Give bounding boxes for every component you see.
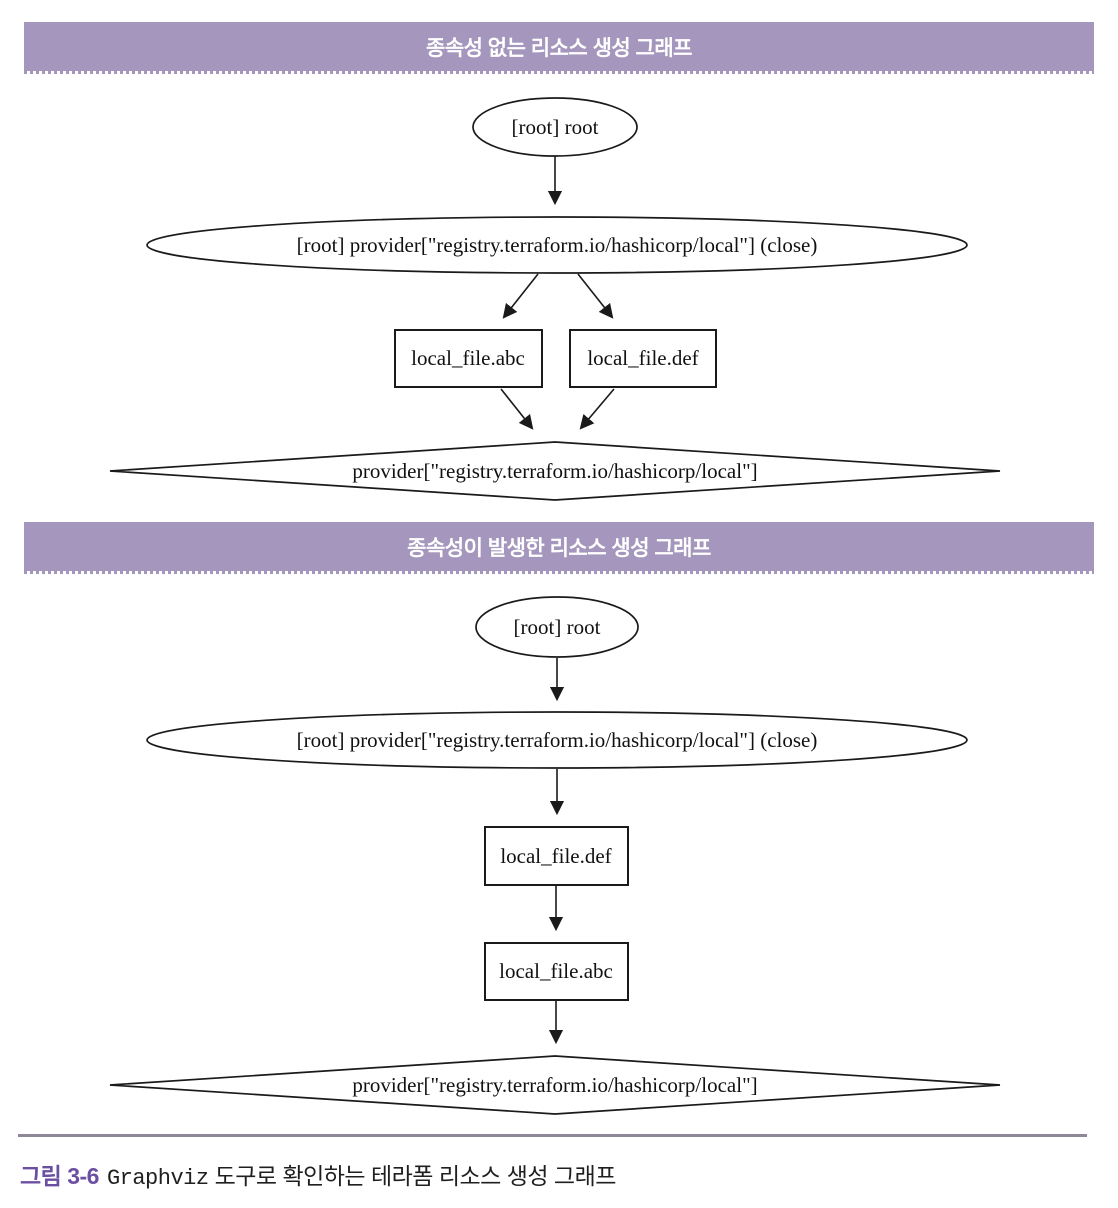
node-local-file-abc-box <box>484 942 629 1001</box>
figure-number: 그림 3-6 <box>20 1163 99 1189</box>
node-root-ellipse <box>472 97 638 157</box>
node-local-file-abc-box <box>394 329 543 388</box>
node-local-file-def-box <box>569 329 717 388</box>
node-local-file-def-label: local_file.def <box>587 346 698 370</box>
edge-provider-close-to-abc <box>502 273 539 319</box>
edge-provider-close-to-def <box>577 273 614 319</box>
graph1-no-dependency: [root] root [root] provider["registry.te… <box>109 97 1001 501</box>
node-root-ellipse <box>475 596 639 658</box>
caption-text: 도구로 확인하는 테라폼 리소스 생성 그래프 <box>214 1163 617 1189</box>
section1-header-bar: 종속성 없는 리소스 생성 그래프 <box>24 22 1094 74</box>
edge-def-to-provider <box>579 388 615 430</box>
node-provider-label: provider["registry.terraform.io/hashicor… <box>352 1073 757 1097</box>
node-provider-diamond <box>109 441 1001 501</box>
node-local-file-abc-label: local_file.abc <box>499 959 613 983</box>
edge-abc-to-provider <box>500 388 534 430</box>
node-provider-diamond <box>109 1055 1001 1115</box>
node-local-file-def-box <box>484 826 629 886</box>
node-local-file-def-label: local_file.def <box>500 844 611 868</box>
caption-code-word: Graphviz <box>106 1166 209 1191</box>
node-provider-close-label: [root] provider["registry.terraform.io/h… <box>297 728 818 752</box>
node-provider-close-label: [root] provider["registry.terraform.io/h… <box>297 233 818 257</box>
section1-header-title: 종속성 없는 리소스 생성 그래프 <box>426 36 693 60</box>
node-provider-close-ellipse <box>146 216 968 274</box>
node-provider-label: provider["registry.terraform.io/hashicor… <box>352 459 757 483</box>
node-local-file-abc-label: local_file.abc <box>411 346 525 370</box>
section2-header-bar: 종속성이 발생한 리소스 생성 그래프 <box>24 522 1094 574</box>
node-provider-close-ellipse <box>146 711 968 769</box>
node-root-label: [root] root <box>512 115 599 139</box>
section2-header-title: 종속성이 발생한 리소스 생성 그래프 <box>407 536 711 560</box>
graph2-with-dependency: [root] root [root] provider["registry.te… <box>109 596 1001 1115</box>
caption-divider <box>18 1134 1087 1137</box>
node-root-label: [root] root <box>514 615 601 639</box>
